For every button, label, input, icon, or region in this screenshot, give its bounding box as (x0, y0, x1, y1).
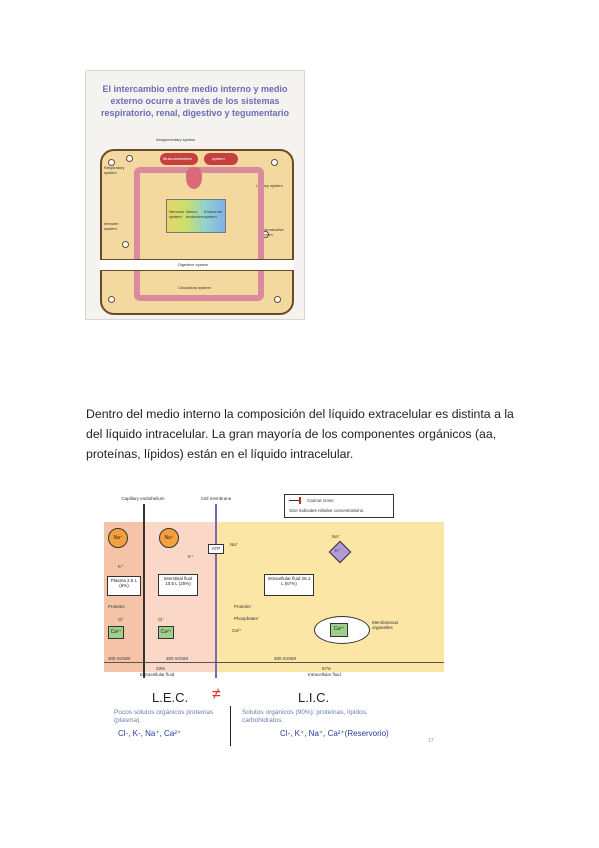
neuro-endocrine-box (166, 199, 226, 233)
neuro-label: Neuro-endocrine (186, 209, 204, 219)
endocrine-label: Endocrine system (204, 209, 223, 219)
lec-ions: Cl-, K-, Na⁺, Ca²⁺ (118, 729, 182, 738)
atp-pump: ATP (208, 544, 224, 554)
na-plasma-circle: Na⁺ (108, 528, 128, 548)
plasma-box: Plasma 2.8 L (6%) (107, 576, 141, 596)
membranous-label: Membranous organelles (372, 620, 399, 630)
ca-organelle-box: Ca²⁺ (330, 623, 348, 637)
reproductive-label: Reproductive system (260, 227, 284, 237)
musculoskeletal-organ (160, 153, 198, 165)
figure-fluid-compartments: Capillary endothelium Cell membrane Cann… (104, 490, 444, 750)
cannot-cross-line (289, 500, 299, 501)
k-plasma-label: K⁺ (118, 564, 124, 569)
cl-ca-right-label: Ca²⁺ (232, 628, 242, 633)
interstitial-box: Interstitial fluid 10.5 L (25%) (158, 574, 198, 596)
immune-label: Immune system (104, 221, 119, 231)
ecf-label: Extracellular fluid (140, 672, 175, 677)
system-label: system (212, 156, 225, 161)
figure1-title: El intercambio entre medio interno y med… (100, 84, 290, 118)
cannot-cross-bar (299, 497, 301, 504)
ca-plasma-box: Ca²⁺ (108, 626, 124, 639)
cell-membrane-line (215, 504, 217, 678)
musculoskeletal-label: Musculoskeletal (163, 156, 192, 161)
legend-box: Cannot cross Size indicates relative con… (284, 494, 394, 518)
cl-inter-label: Cl⁻ (158, 617, 165, 622)
integumentary-label: Integumentary system (156, 137, 196, 142)
lec-description: Pocos solutos orgánicos proteínas (plasm… (114, 709, 214, 724)
intracellular-box: Intracellular fluid 28.1 L (67%) (264, 574, 314, 596)
membrane-header: Cell membrane (200, 496, 232, 501)
icf-pct: 67% (322, 666, 332, 671)
nervous-label: Nervous system (169, 209, 184, 219)
k-small-label: K⁺ (188, 554, 194, 559)
cell-dot (274, 296, 281, 303)
body-paragraph: Dentro del medio interno la composición … (86, 407, 514, 461)
phosphates-label: Phosphates⁻ (234, 616, 261, 621)
lic-ions: Cl-, K⁺, Na⁺, Ca²⁺(Reservorio) (280, 729, 389, 738)
system-organ (204, 153, 238, 165)
osm-right: 300 mOsM (274, 656, 297, 661)
lic-description: Solutos orgánicos (90%): proteínas, lípi… (242, 709, 368, 724)
baseline (104, 662, 444, 663)
legend-size-note: Size indicates relative concentrations. (289, 508, 365, 513)
proteins-right-label: Proteins⁻ (234, 604, 253, 609)
lic-heading: L.I.C. (298, 690, 330, 705)
cell-dot (271, 159, 278, 166)
proteins-label: Proteins (108, 604, 125, 609)
lec-lic-divider (230, 706, 231, 746)
cell-dot (108, 296, 115, 303)
capillary-header: Capillary endothelium (121, 496, 165, 501)
heart-icon (186, 167, 202, 189)
ca-inter-box: Ca²⁺ (158, 626, 174, 639)
osm-mid: 300 mOsM (166, 656, 189, 661)
circulatory-label: Circulatory system (178, 285, 211, 290)
not-equal-sign: ≠ (212, 686, 221, 703)
legend-cannot-cross: Cannot cross (307, 498, 334, 503)
lec-heading: L.E.C. (152, 690, 189, 705)
na-small-label: Na⁺ (230, 542, 239, 547)
respiratory-label: Respiratory system (104, 165, 125, 175)
page-number: 17 (428, 738, 434, 744)
ecf-pct: 33% (156, 666, 166, 671)
urinary-label: Urinary system (256, 183, 283, 188)
cell-dot (122, 241, 129, 248)
capillary-wall (143, 504, 145, 678)
k-intra-label: K⁺ (335, 548, 341, 553)
plasma-region (104, 522, 144, 672)
figure-systems-exchange: El intercambio entre medio interno y med… (85, 70, 305, 320)
cell-dot (108, 159, 115, 166)
digestive-tract (100, 259, 294, 271)
icf-label: Intracellular fluid (308, 672, 341, 677)
na-intra-label: Na⁺ (332, 534, 341, 539)
osm-left: 300 mOsM (108, 656, 131, 661)
cl-plasma-label: Cl⁻ (118, 617, 125, 622)
cell-dot (126, 155, 133, 162)
intracellular-region (216, 522, 444, 672)
na-interstitial-circle: Na⁺ (159, 528, 179, 548)
interstitial-region (144, 522, 216, 672)
circulatory-loop (134, 167, 264, 301)
digestive-label: Digestive system (178, 262, 209, 267)
